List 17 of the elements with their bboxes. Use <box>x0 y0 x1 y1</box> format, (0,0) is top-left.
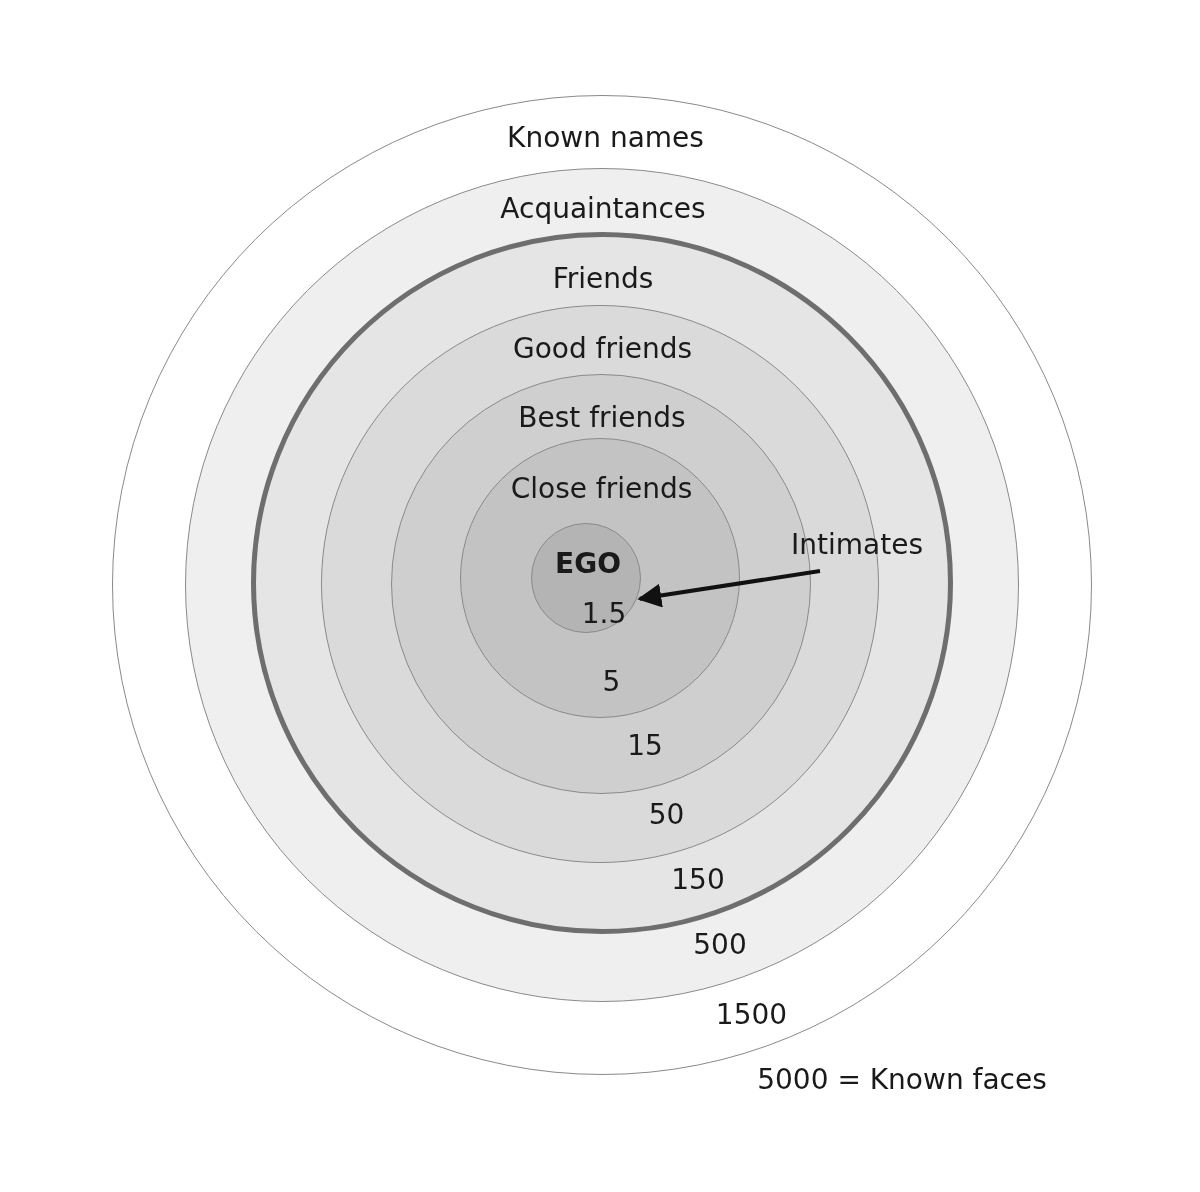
ring-number: 1500 <box>715 1000 788 1029</box>
ring-number: 5 <box>602 667 621 696</box>
ring-number: 1.5 <box>581 600 627 628</box>
ring-number: 150 <box>671 866 725 894</box>
callout-label: Intimates <box>787 526 927 564</box>
ring-label: Friends <box>552 265 654 293</box>
ring-label: EGO <box>555 550 621 578</box>
ring-label: Close friends <box>510 474 693 503</box>
ring-number: 50 <box>648 800 685 829</box>
ring-label: Acquaintances <box>500 195 706 223</box>
arrow <box>637 569 821 608</box>
ring-number: 500 <box>693 931 747 959</box>
ring-caption: 5000 = Known faces <box>756 1062 1048 1099</box>
ring-label: Good friends <box>512 334 693 363</box>
ring-label: Known names <box>507 123 704 152</box>
ring-label: Best friends <box>518 404 686 432</box>
ring-number: 15 <box>627 732 663 760</box>
